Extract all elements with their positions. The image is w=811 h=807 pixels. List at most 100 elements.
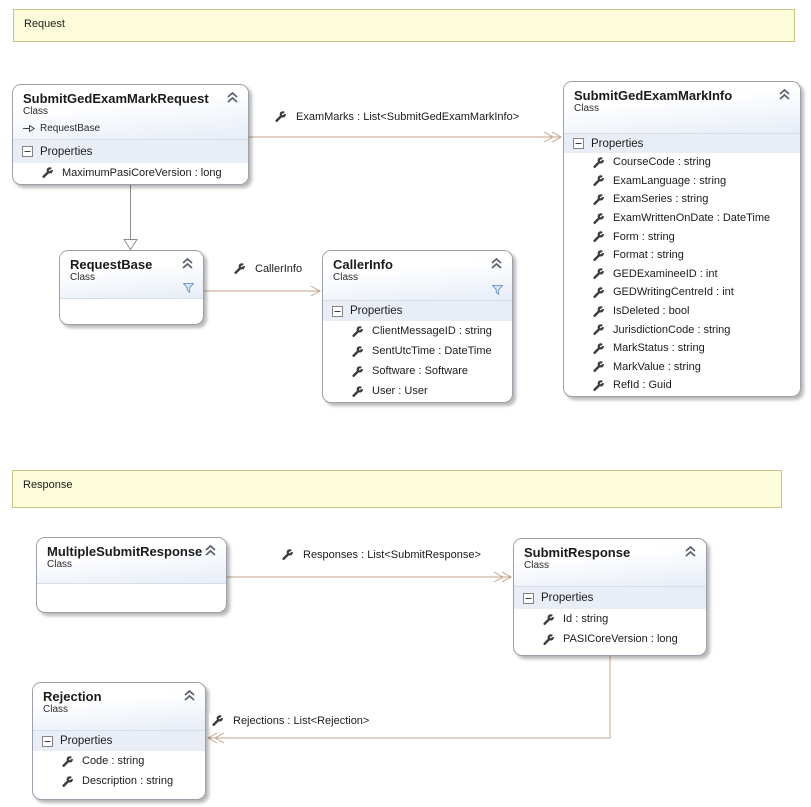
property-label: Software : Software: [372, 365, 468, 377]
property-row[interactable]: ExamWrittenOnDate : DateTime: [564, 209, 800, 228]
collapse-minus-icon[interactable]: [42, 736, 53, 747]
property-label: GEDWritingCentreId : int: [613, 286, 734, 299]
association-label-exammarks[interactable]: ExamMarks : List<SubmitGedExamMarkInfo>: [272, 110, 522, 123]
class-box-rejection[interactable]: Rejection Class Properties Code : string…: [32, 682, 206, 800]
class-header[interactable]: RequestBase Class: [60, 251, 203, 299]
wrench-icon: [592, 379, 605, 392]
wrench-icon: [592, 342, 605, 355]
wrench-icon: [233, 262, 246, 275]
property-row[interactable]: MarkValue : string: [564, 358, 800, 377]
filter-icon[interactable]: [492, 285, 503, 295]
property-label: User : User: [372, 385, 428, 397]
association-label-callerinfo[interactable]: CallerInfo: [231, 262, 305, 275]
comment-request[interactable]: Request: [13, 9, 795, 42]
collapse-chevron-icon[interactable]: [778, 89, 791, 100]
class-box-requestbase[interactable]: RequestBase Class: [59, 250, 204, 325]
class-header[interactable]: MultipleSubmitResponse Class: [37, 538, 226, 584]
collapse-chevron-icon[interactable]: [684, 546, 697, 557]
property-row[interactable]: User : User: [323, 381, 512, 401]
class-header[interactable]: CallerInfo Class: [323, 251, 512, 301]
property-row[interactable]: Software : Software: [323, 361, 512, 381]
property-label: Code : string: [82, 755, 145, 767]
property-row[interactable]: MaximumPasiCoreVersion : long: [13, 163, 248, 182]
class-name: SubmitGedExamMarkInfo: [574, 88, 733, 103]
collapse-minus-icon[interactable]: [22, 146, 33, 157]
association-callerinfo-connector[interactable]: [204, 285, 322, 297]
properties-section-header[interactable]: Properties: [323, 301, 512, 321]
association-label-rejections[interactable]: Rejections : List<Rejection>: [209, 714, 372, 727]
wrench-icon: [542, 613, 555, 626]
property-label: RefId : Guid: [613, 379, 672, 392]
wrench-icon: [41, 166, 54, 179]
class-box-submitgedexammarkrequest[interactable]: SubmitGedExamMarkRequest Class RequestBa…: [12, 84, 249, 185]
comment-response-label: Response: [23, 479, 73, 491]
association-responses-connector[interactable]: [227, 571, 513, 583]
collapse-minus-icon[interactable]: [523, 593, 534, 604]
property-row[interactable]: GEDExamineeID : int: [564, 265, 800, 284]
property-row[interactable]: Code : string: [33, 751, 205, 771]
property-row[interactable]: Form : string: [564, 227, 800, 246]
property-row[interactable]: ExamLanguage : string: [564, 172, 800, 191]
class-header[interactable]: SubmitResponse Class: [514, 539, 706, 587]
wrench-icon: [592, 230, 605, 243]
property-row[interactable]: RefId : Guid: [564, 376, 800, 395]
class-header[interactable]: Rejection Class: [33, 683, 205, 731]
inheritance-connector-request-to-requestbase[interactable]: [123, 185, 138, 251]
filter-icon[interactable]: [183, 283, 194, 293]
property-row[interactable]: CourseCode : string: [564, 153, 800, 172]
comment-response[interactable]: Response: [12, 470, 782, 508]
wrench-icon: [351, 385, 364, 398]
wrench-icon: [592, 249, 605, 262]
property-label: MarkValue : string: [613, 360, 701, 373]
association-label-responses[interactable]: Responses : List<SubmitResponse>: [279, 548, 483, 561]
property-row[interactable]: Format : string: [564, 246, 800, 265]
properties-section-header[interactable]: Properties: [564, 134, 800, 153]
class-box-multiplesubmitresponse[interactable]: MultipleSubmitResponse Class: [36, 537, 227, 613]
property-row[interactable]: PASICoreVersion : long: [514, 629, 706, 649]
class-box-submitgedexammarkinfo[interactable]: SubmitGedExamMarkInfo Class Properties C…: [563, 81, 801, 397]
property-label: ClientMessageID : string: [372, 325, 492, 337]
properties-section-header[interactable]: Properties: [13, 140, 248, 163]
class-name: SubmitGedExamMarkRequest: [23, 91, 209, 106]
wrench-icon: [211, 714, 224, 727]
property-row[interactable]: Id : string: [514, 609, 706, 629]
association-label-text: CallerInfo: [255, 262, 303, 275]
class-box-submitresponse[interactable]: SubmitResponse Class Properties Id : str…: [513, 538, 707, 656]
association-exammarks-connector[interactable]: [249, 131, 563, 143]
class-kind: Class: [47, 559, 73, 570]
property-row[interactable]: ClientMessageID : string: [323, 321, 512, 341]
property-row[interactable]: MarkStatus : string: [564, 339, 800, 358]
collapse-chevron-icon[interactable]: [181, 258, 194, 269]
class-header[interactable]: SubmitGedExamMarkRequest Class RequestBa…: [13, 85, 248, 140]
properties-section-header[interactable]: Properties: [33, 731, 205, 751]
property-label: Id : string: [563, 613, 609, 625]
wrench-icon: [281, 548, 294, 561]
wrench-icon: [61, 775, 74, 788]
wrench-icon: [61, 755, 74, 768]
collapse-minus-icon[interactable]: [573, 138, 584, 149]
section-label: Properties: [60, 735, 113, 747]
property-row[interactable]: JurisdictionCode : string: [564, 320, 800, 339]
property-row[interactable]: IsDeleted : bool: [564, 302, 800, 321]
section-label: Properties: [541, 592, 594, 604]
property-row[interactable]: ExamSeries : string: [564, 190, 800, 209]
collapse-chevron-icon[interactable]: [226, 92, 239, 103]
collapse-chevron-icon[interactable]: [204, 545, 217, 556]
wrench-icon: [592, 156, 605, 169]
wrench-icon: [592, 267, 605, 280]
collapse-minus-icon[interactable]: [332, 306, 343, 317]
class-header[interactable]: SubmitGedExamMarkInfo Class: [564, 82, 800, 134]
base-class-row[interactable]: RequestBase: [23, 123, 238, 134]
property-row[interactable]: GEDWritingCentreId : int: [564, 283, 800, 302]
class-box-callerinfo[interactable]: CallerInfo Class Properties ClientMessag…: [322, 250, 513, 403]
property-label: ExamLanguage : string: [613, 174, 727, 187]
properties-section-header[interactable]: Properties: [514, 587, 706, 609]
association-rejections-connector[interactable]: [206, 656, 611, 744]
collapse-chevron-icon[interactable]: [490, 258, 503, 269]
collapse-chevron-icon[interactable]: [183, 690, 196, 701]
property-row[interactable]: Description : string: [33, 771, 205, 791]
wrench-icon: [351, 345, 364, 358]
wrench-icon: [592, 286, 605, 299]
class-kind: Class: [524, 560, 550, 571]
property-row[interactable]: SentUtcTime : DateTime: [323, 341, 512, 361]
